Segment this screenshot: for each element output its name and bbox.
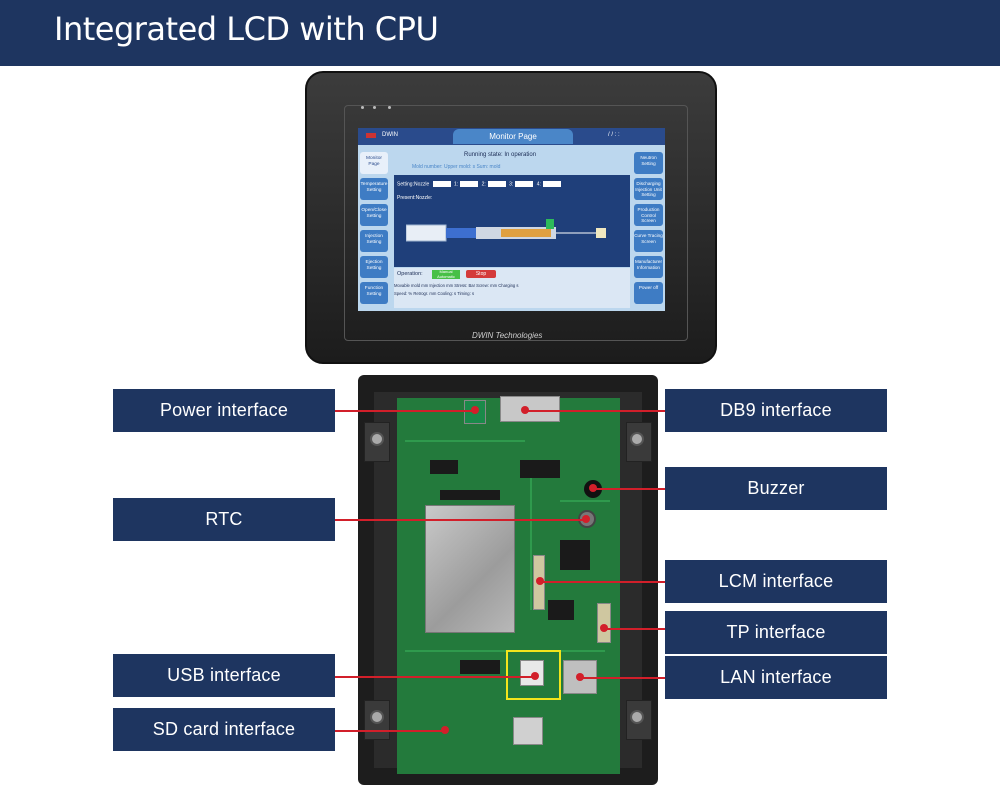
callout-dot (576, 673, 584, 681)
screen-menu-power-off[interactable]: Power off (634, 282, 663, 304)
input-box[interactable] (460, 181, 479, 187)
pcb-trace (405, 650, 605, 652)
screen-menu-curve[interactable]: Curve Tracing Screen (634, 230, 663, 252)
screen-menu-discharging[interactable]: Discharging Injection Unit Setting (634, 178, 663, 200)
leader-line (593, 488, 665, 490)
leader-line (335, 676, 535, 678)
present-row: Present:Nozzle: (397, 195, 432, 201)
screen-menu-neutron[interactable]: Neutron Setting (634, 152, 663, 174)
hmi-bezel (344, 105, 688, 341)
manual-automatic-button[interactable]: Manual Automatic (432, 269, 460, 279)
screen-menu-monitor-page[interactable]: Monitor Page (360, 152, 388, 174)
input-box[interactable] (487, 181, 506, 187)
ic-chip (430, 460, 458, 474)
mold-info: Mold number: Upper mold: s Sum: mold (412, 164, 501, 170)
callout-dot (531, 672, 539, 680)
screen-main-area: Running state: In operation Mold number:… (392, 148, 630, 308)
screen-logo-text: DWIN (382, 132, 398, 138)
stats-row: Movable mold mm Injection mm Stress: Bar… (394, 283, 519, 288)
screen-menu-function[interactable]: Function Setting (360, 282, 388, 304)
screen-menu-temperature[interactable]: Temperature Setting (360, 178, 388, 200)
tp-connector (597, 603, 611, 643)
db9-connector (500, 396, 560, 422)
screen-menu-production[interactable]: Production Control Screen (634, 204, 663, 226)
screen-menu-open-close[interactable]: Open/Close Setting (360, 204, 388, 226)
device-brand-label: DWIN Technologies (472, 331, 543, 340)
stop-button[interactable]: Stop (466, 270, 496, 278)
callout-dot (441, 726, 449, 734)
callout-tp-interface: TP interface (665, 611, 887, 654)
leader-line (580, 677, 665, 679)
callout-dot (600, 624, 608, 632)
callout-dot (521, 406, 529, 414)
ic-chip (560, 540, 590, 570)
callout-sd-card-interface: SD card interface (113, 708, 335, 751)
leader-line (335, 410, 475, 412)
callout-dot (471, 406, 479, 414)
callout-usb-interface: USB interface (113, 654, 335, 697)
callout-db9-interface: DB9 interface (665, 389, 887, 432)
callout-rtc: RTC (113, 498, 335, 541)
screen-title-tab: Monitor Page (453, 129, 573, 144)
lcd-shield-plate (425, 505, 515, 633)
leader-line (604, 628, 665, 630)
callout-dot (536, 577, 544, 585)
ic-chip (440, 490, 500, 500)
callout-lcm-interface: LCM interface (665, 560, 887, 603)
pcb-trace (560, 500, 610, 502)
dwin-logo-icon (366, 133, 376, 138)
stats-row: Speed: % Retrogr. mm Cooling: s Timing: … (394, 291, 475, 296)
screw-icon (370, 432, 384, 446)
sd-card-slot (513, 717, 543, 745)
indicator-led (373, 106, 376, 109)
input-box[interactable] (432, 181, 451, 187)
screw-icon (370, 710, 384, 724)
screen-menu-ejection[interactable]: Ejection Setting (360, 256, 388, 278)
temperature-panel: Setting:Nozzle 1: 2: 3: 4: Present:Nozzl… (394, 175, 630, 267)
callout-dot (589, 484, 597, 492)
leader-line (335, 730, 445, 732)
pcb-trace (530, 460, 532, 610)
leader-line (335, 519, 585, 521)
ic-chip (548, 600, 574, 620)
page-title: Integrated LCD with CPU (54, 10, 439, 48)
indicator-led (361, 106, 364, 109)
screw-icon (630, 432, 644, 446)
input-box[interactable] (515, 181, 534, 187)
callout-lan-interface: LAN interface (665, 656, 887, 699)
hmi-screen: DWIN Monitor Page / / : : Monitor Page T… (358, 128, 665, 311)
callout-power-interface: Power interface (113, 389, 335, 432)
stats-block: Movable mold mm Injection mm Stress: Bar… (394, 283, 630, 296)
pcb-trace (405, 440, 525, 442)
screen-menu-manufacturer[interactable]: Manufacturer Information (634, 256, 663, 278)
present-label: Present:Nozzle: (397, 195, 433, 201)
ic-chip (460, 660, 500, 674)
ic-chip (520, 460, 560, 478)
leader-line (540, 581, 665, 583)
indicator-led (388, 106, 391, 109)
input-box[interactable] (542, 181, 561, 187)
running-state: Running state: In operation (464, 152, 537, 158)
header-banner: Integrated LCD with CPU (0, 0, 1000, 66)
operation-label: Operation: (397, 271, 423, 277)
injection-machine-graphic (406, 219, 606, 242)
callout-dot (582, 515, 590, 523)
leader-line (525, 410, 665, 412)
setting-row: Setting:Nozzle 1: 2: 3: 4: (397, 181, 563, 187)
usb-highlight-box (506, 650, 561, 700)
screw-icon (630, 710, 644, 724)
screen-datetime: / / : : (608, 132, 620, 138)
callout-buzzer: Buzzer (665, 467, 887, 510)
operation-panel: Operation: Manual Automatic Stop Movable… (394, 268, 630, 308)
setting-label: Setting:Nozzle (397, 181, 430, 188)
screen-topbar: DWIN Monitor Page / / : : (358, 128, 665, 145)
screen-menu-injection[interactable]: Injection Setting (360, 230, 388, 252)
